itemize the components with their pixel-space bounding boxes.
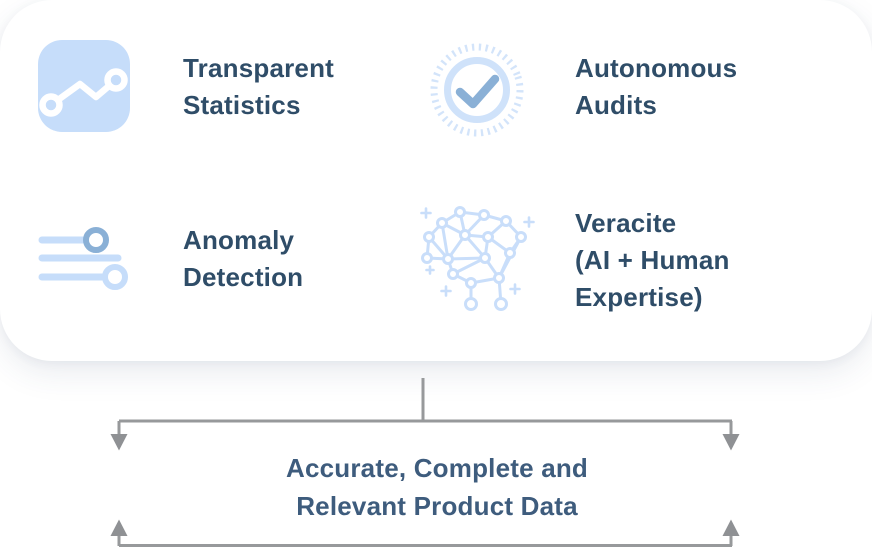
verified-check-icon — [429, 42, 525, 138]
left-down-arrowhead-icon — [110, 434, 128, 451]
line-chart-icon — [38, 40, 130, 132]
left-up-arrowhead-icon — [110, 519, 128, 536]
sparkle-decorations — [420, 207, 535, 297]
sliders-icon — [38, 226, 130, 292]
flow-result-label: Accurate, Complete and Relevant Product … — [285, 453, 589, 521]
feature-label-transparent-statistics: Transparent Statistics — [183, 53, 335, 120]
feature-label-anomaly-detection: Anomaly Detection — [183, 225, 304, 292]
feature-label-veracite: Veracite (AI + Human Expertise) — [575, 208, 730, 312]
right-up-arrowhead-icon — [722, 519, 740, 536]
feature-label-autonomous-audits: Autonomous Audits — [575, 53, 738, 120]
right-down-arrowhead-icon — [722, 434, 740, 451]
ai-brain-icon — [417, 202, 535, 317]
features-card: Transparent Statistics Autonomous Audits… — [38, 40, 738, 317]
